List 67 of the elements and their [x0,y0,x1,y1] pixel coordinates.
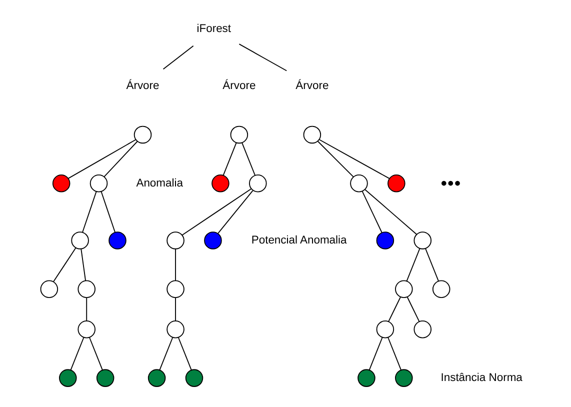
node-circle [395,280,413,298]
node-circle [350,174,368,192]
connector [222,142,237,176]
node-circle [212,174,230,192]
node-circle [388,174,406,192]
connector [68,139,136,179]
connector [86,297,88,322]
node-circle [376,320,394,338]
connector [362,191,382,233]
node-circle [358,369,376,387]
node-circle [71,232,89,250]
node-circle [414,232,432,250]
connector [104,140,138,178]
connector [317,140,354,178]
node-circle [204,232,222,250]
node-circle [249,174,267,192]
label: Árvore [222,80,256,92]
connector [159,337,174,370]
connector [368,337,383,370]
node-circle [376,232,394,250]
connector [89,337,103,370]
connector [425,248,439,282]
connector [82,191,97,233]
node-circle [40,280,58,298]
connector [364,189,418,235]
label: ●●● [440,177,461,190]
connector [406,248,420,282]
node-circle [52,174,70,192]
node-circle [134,126,152,144]
connector [80,248,86,282]
node-circle [230,126,248,144]
node-circle [148,369,166,387]
connector [218,190,254,234]
connector [318,139,390,179]
node-circle [166,232,184,250]
node-label: Anomalia [136,177,184,190]
connector [175,248,176,282]
node-circle [166,280,184,298]
node-circle [432,280,450,298]
connector [100,191,116,233]
node-label: Instância Norma [440,372,522,384]
node-circle [414,320,432,338]
node-text: Árvore [296,80,329,92]
connector [175,297,176,322]
connector [388,337,402,370]
node-circle [78,320,96,338]
node-circle [166,320,184,338]
node-label: Potencial Anomalia [251,234,347,246]
connector [388,296,401,322]
node-circle [185,369,204,387]
node-circle [90,174,108,192]
connector [182,188,252,236]
node-circle [395,369,413,387]
node-circle [59,369,77,387]
connector [406,296,420,322]
connector [70,337,84,370]
node-circle [78,280,96,298]
connector [52,247,76,282]
node-circle [96,369,114,387]
node-text: iForest [196,22,232,35]
connector [242,142,256,176]
connector [178,337,192,370]
node-circle [108,232,126,250]
node-circle [303,126,322,144]
connector [162,45,194,70]
connector [238,44,288,72]
node-text: Árvore [126,80,160,92]
